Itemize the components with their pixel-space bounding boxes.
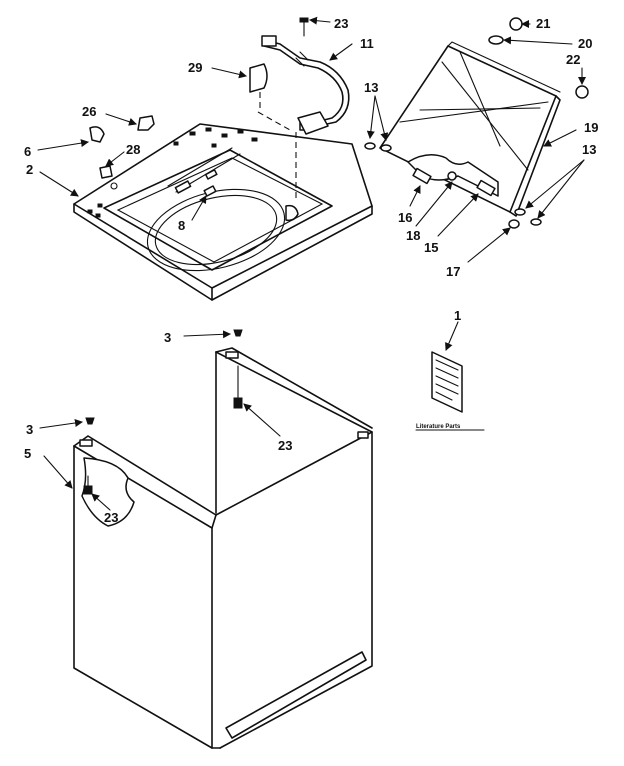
leader-lines bbox=[37, 16, 586, 511]
callout-17: 17 bbox=[446, 264, 460, 279]
callout-5: 5 bbox=[24, 446, 31, 461]
callout-19: 19 bbox=[584, 120, 598, 135]
callout-15: 15 bbox=[424, 240, 438, 255]
small-parts bbox=[83, 17, 589, 495]
callout-21: 21 bbox=[536, 16, 550, 31]
callouts: 23 11 29 26 6 28 2 8 13 21 20 22 19 13 1… bbox=[24, 16, 598, 525]
lid-switch-harness bbox=[257, 35, 350, 200]
literature-caption: Literature Parts bbox=[416, 424, 461, 430]
callout-6: 6 bbox=[24, 144, 31, 159]
callout-8: 8 bbox=[178, 218, 185, 233]
callout-2: 2 bbox=[26, 162, 33, 177]
callout-11: 11 bbox=[360, 36, 374, 51]
callout-20: 20 bbox=[578, 36, 592, 51]
callout-13-left: 13 bbox=[364, 80, 378, 95]
lid bbox=[364, 41, 561, 229]
callout-23-front: 23 bbox=[104, 510, 118, 525]
callout-13-right: 13 bbox=[582, 142, 596, 157]
callout-22: 22 bbox=[566, 52, 580, 67]
callout-18: 18 bbox=[406, 228, 420, 243]
callout-3-front: 3 bbox=[26, 422, 33, 437]
callout-23-cabinet: 23 bbox=[278, 438, 292, 453]
cabinet bbox=[73, 347, 373, 749]
washer-top bbox=[73, 121, 373, 301]
callout-28: 28 bbox=[126, 142, 140, 157]
callout-16: 16 bbox=[398, 210, 412, 225]
callout-3-cabinet: 3 bbox=[164, 330, 171, 345]
callout-29: 29 bbox=[188, 60, 202, 75]
callout-26: 26 bbox=[82, 104, 96, 119]
literature-parts: Literature Parts bbox=[415, 351, 485, 431]
callout-23-top: 23 bbox=[334, 16, 348, 31]
callout-1: 1 bbox=[454, 308, 461, 323]
